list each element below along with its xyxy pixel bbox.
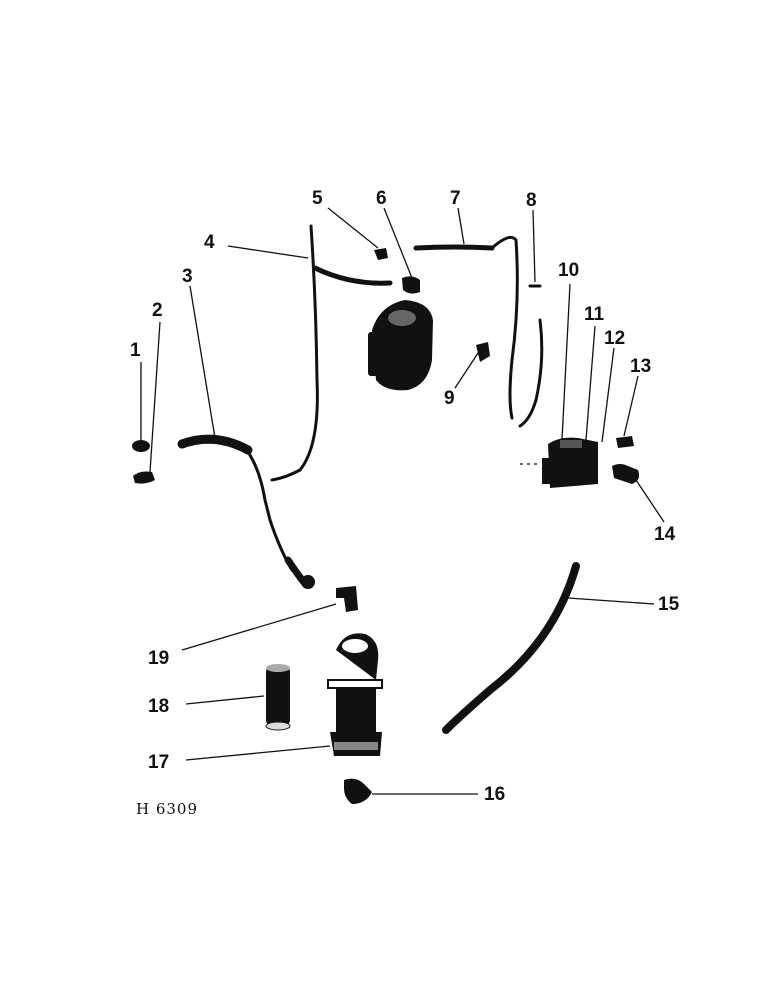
- part-18-filter-element: [265, 664, 291, 731]
- part-7-hose: [413, 244, 495, 251]
- leader-lines: [140, 207, 665, 795]
- callout-19: 19: [148, 648, 169, 669]
- callout-4: 4: [204, 232, 215, 253]
- part-1-cap: [132, 440, 150, 452]
- callout-15: 15: [658, 594, 680, 615]
- callouts: 1 2 3 4 5 6 7 8 9 10 11 12 13 14 15 16 1…: [130, 188, 680, 805]
- callout-7: 7: [450, 188, 461, 209]
- callout-11: 11: [584, 304, 605, 325]
- valve-block: [542, 437, 598, 488]
- part-3-hose: [177, 434, 253, 455]
- callout-13: 13: [630, 356, 651, 377]
- part-2-fitting: [133, 471, 155, 484]
- part-5-elbow: [374, 248, 388, 260]
- callout-16: 16: [484, 784, 505, 805]
- parts-artwork: [132, 224, 640, 804]
- part-17-filter-housing: [327, 633, 383, 756]
- callout-5: 5: [312, 188, 323, 209]
- callout-18: 18: [148, 696, 169, 717]
- figure-id-label: H 6309: [136, 800, 199, 818]
- pump-body: [368, 300, 433, 391]
- callout-8: 8: [526, 190, 537, 211]
- callout-6: 6: [376, 188, 387, 209]
- callout-2: 2: [152, 300, 163, 321]
- part-13-fitting: [616, 436, 634, 448]
- callout-1: 1: [130, 340, 141, 361]
- callout-12: 12: [604, 328, 625, 349]
- part-15-hose: [442, 562, 580, 734]
- part-16-elbow: [344, 778, 372, 804]
- callout-10: 10: [558, 260, 579, 281]
- part-6-fitting: [402, 276, 420, 294]
- callout-17: 17: [148, 752, 169, 773]
- part-14-fitting: [612, 464, 640, 484]
- part-9-fitting: [476, 342, 490, 362]
- part-19-elbow: [336, 586, 358, 612]
- callout-14: 14: [654, 524, 676, 545]
- callout-9: 9: [444, 388, 455, 409]
- part-4-tube: [270, 224, 319, 482]
- callout-3: 3: [182, 266, 193, 287]
